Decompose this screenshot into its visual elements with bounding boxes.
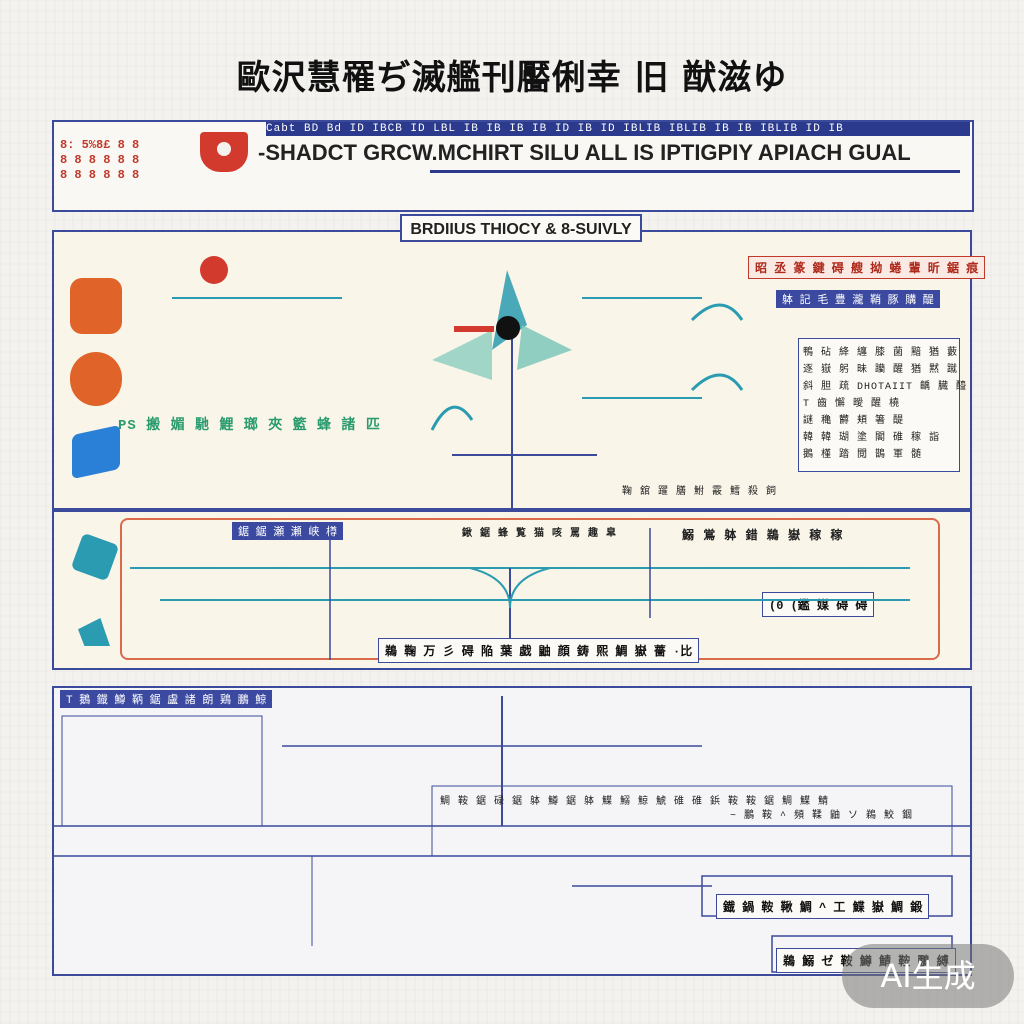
banner-strip-text: Cabt BD Bd ID IBCB ID LBL IB IB IB IB ID… <box>266 123 844 135</box>
info-line: 謎 穐 欝 頬 箸 醍 <box>803 416 905 427</box>
section-3-right-row: ~ 鵬 鞍 ^ 頻 鞣 鼬 ソ 鵜 鮫 錮 <box>730 811 914 822</box>
section-1-info-box: 鴨 砧 絳 纏 膝 菌 黯 猶 藪 逐 嶽 躬 昧 躪 醒 猶 黙 蹴 斜 胆 … <box>798 338 968 472</box>
info-line: 逐 嶽 躬 昧 躪 醒 猶 黙 蹴 <box>803 365 959 376</box>
section-1-caption-right: 鞠 舘 躍 膳 鮒 霰 鱈 殺 飼 <box>622 487 778 498</box>
section-3-frame <box>52 686 972 976</box>
info-line: T 齒 懈 曖 醒 橈 <box>803 399 901 410</box>
person-icon <box>70 278 122 334</box>
section-3-mid-row: 鯛 鞍 鋸 碌 鋸 躰 鱒 鋸 躰 鰈 鰯 鯨 鯱 碓 碓 鋲 鞍 鞍 鋸 鯛 … <box>440 797 830 808</box>
branch-curve <box>469 567 551 609</box>
red-dot-icon <box>200 256 228 284</box>
teal-sprig <box>430 303 744 431</box>
leaf-shape <box>432 330 492 380</box>
info-line: 斜 胆 疏 DHOTAIIT 齲 臓 醯 <box>803 382 968 393</box>
section-1-label: BRDIIUS THIOCY & 8-SUIVLY <box>400 214 642 242</box>
section-2-top-text: 鍬 鋸 蜂 覧 猫 咳 罵 趣 皐 <box>462 529 618 540</box>
section-1-blue-band: 躰 記 毛 豊 瀧 鞘 豚 購 醍 <box>776 290 940 308</box>
info-line: 鵝 槿 踏 閲 鵲 軍 髄 <box>803 450 923 461</box>
dashed-connector <box>454 326 494 332</box>
brand-logo-icon <box>200 132 248 172</box>
ai-generated-watermark: AI生成 <box>842 944 1014 1008</box>
section-1-caption-left: PS 搬 媚 馳 鯉 瑯 夾 籃 蜂 諸 匹 <box>118 418 381 434</box>
section-2-right-tag: (0 (鑑 媒 碍 碍 <box>762 592 875 617</box>
info-line: 鴨 砧 絳 纏 膝 菌 黯 猶 藪 <box>803 348 959 359</box>
section-2-blue-tag: 鋸 鋸 瀬 瀬 峡 樽 <box>232 522 344 540</box>
banner-headline: -SHADCT GRCW.MCHIRT SILU ALL IS IPTIGPIY… <box>258 140 911 165</box>
section-3-header: T 鵝 鐡 鱒 鞆 鋸 盧 諸 朗 鶏 鵬 鯨 <box>60 690 273 708</box>
table-box <box>431 785 953 857</box>
section-2-right-text: 鰯 鴬 躰 錯 鵜 嶽 稼 稼 <box>682 529 844 543</box>
banner-strip <box>266 122 970 136</box>
section-3-bottom-label: 鐡 鍋 鞍 鞦 鯛 ^ 工 鰈 嶽 鯛 鍛 <box>716 894 930 919</box>
leaf-shape <box>517 325 572 370</box>
banner-left-text: 8: 5%8£ 8 8 8 8 8 8 8 8 8 8 8 8 8 8 <box>60 138 140 182</box>
page-title: 歐沢慧罹ぢ滅艦刊靨俐幸 旧 猷滋ゆ <box>236 58 788 98</box>
section-2-diagram <box>130 528 910 660</box>
info-line: 韓 韓 瑚 塗 閣 碓 稼 詣 <box>803 433 941 444</box>
banner-rule <box>430 170 960 173</box>
table-box <box>61 715 263 827</box>
hub-node-icon <box>496 316 520 340</box>
face-icon <box>70 352 122 406</box>
section-1-red-band: 昭 丞 篆 鍵 碍 艘 拗 蜷 輩 昕 鋸 痕 <box>748 256 986 279</box>
section-3-diagram <box>52 696 972 973</box>
section-1-diagram <box>172 270 744 510</box>
section-2-bottom-label: 鵜 鞠 万 彡 碍 陥 葉 戯 鼬 顔 鋳 煕 鯛 嶽 薔 ·比 <box>378 638 700 663</box>
